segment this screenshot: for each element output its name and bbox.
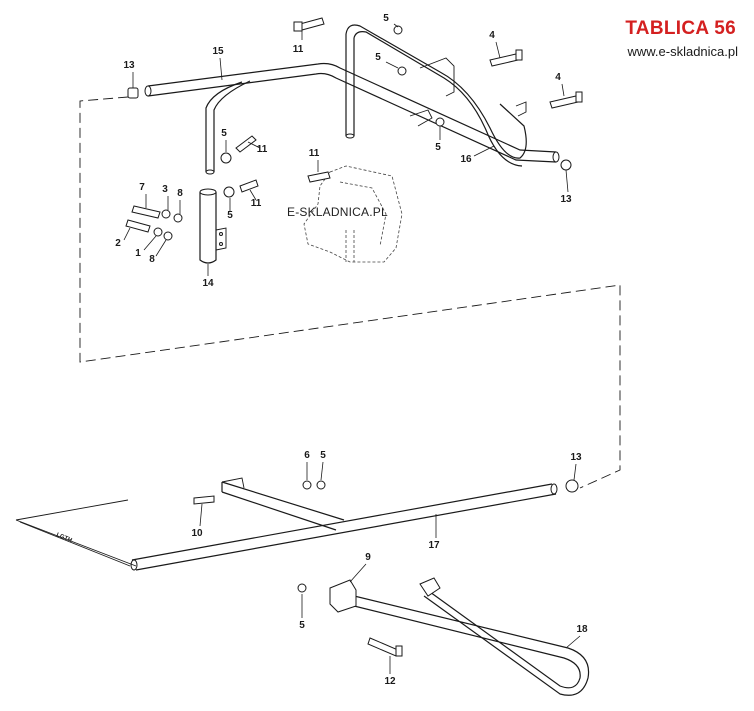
part-number-callout-11-c: 11 — [309, 148, 320, 159]
leader-line-callout-11-b — [247, 141, 261, 149]
frame-tube-15 — [144, 24, 560, 175]
part-number-callout-6: 6 — [304, 450, 310, 461]
part-number-callout-5-e: 5 — [227, 210, 233, 221]
part-number-callout-10: 10 — [191, 528, 203, 539]
leader-line-callout-10 — [199, 503, 203, 527]
leader-line-callout-5-b — [385, 61, 399, 69]
leader-line-callout-1 — [143, 235, 157, 251]
leader-line-callout-5-f — [320, 461, 324, 481]
part-number-callout-7: 7 — [139, 182, 145, 193]
leader-line-callout-13-c — [573, 463, 577, 481]
part-number-callout-5-f: 5 — [320, 450, 326, 461]
part-number-callout-9: 9 — [365, 552, 371, 563]
leader-line-callout-9 — [349, 563, 367, 583]
part-number-callout-5-b: 5 — [375, 52, 381, 63]
leader-line-callout-11-d — [249, 189, 257, 201]
part-number-callout-3: 3 — [162, 184, 168, 195]
part-number-callout-13-a: 13 — [123, 60, 135, 71]
part-number-callout-5-a: 5 — [383, 13, 389, 24]
phantom-mount-block — [303, 165, 403, 263]
part-number-callout-12: 12 — [384, 676, 396, 687]
part-number-callout-18: 18 — [576, 624, 588, 635]
part-number-callout-4-b: 4 — [555, 72, 561, 83]
part-number-callout-5-c: 5 — [435, 142, 441, 153]
plate-title: TABLICA 56 — [625, 18, 736, 39]
assembly-line-left — [79, 96, 621, 489]
part-number-callout-11-a: 11 — [293, 44, 304, 55]
part-number-callout-17: 17 — [428, 540, 440, 551]
main-frame-17 — [15, 477, 579, 571]
leader-line-callout-5-a — [393, 23, 399, 28]
part-number-callout-5-g: 5 — [299, 620, 305, 631]
part-number-callout-11-d: 11 — [251, 198, 262, 209]
part-number-callout-8-a: 8 — [177, 188, 183, 199]
part-number-callout-13-b: 13 — [560, 194, 572, 205]
part-number-callout-2: 2 — [115, 238, 121, 249]
watermark-text: E-SKLADNICA.PL — [287, 205, 388, 219]
ubar-18 — [297, 577, 590, 696]
website-url: www.e-skladnica.pl — [627, 44, 738, 59]
hardware-items — [125, 17, 583, 241]
leader-line-callout-8-b — [155, 239, 167, 257]
part-number-callout-8-b: 8 — [149, 254, 155, 265]
leader-line-callout-4-b — [561, 83, 565, 97]
part-number-callout-1: 1 — [135, 248, 141, 259]
part-number-callout-16: 16 — [460, 154, 472, 165]
length-label: LGTH — [55, 532, 72, 544]
leader-line-callout-16 — [473, 145, 495, 157]
part-number-callout-13-c: 13 — [570, 452, 582, 463]
leader-line-callout-4-a — [495, 41, 501, 59]
part-number-callout-5-d: 5 — [221, 128, 227, 139]
part-number-callout-4-a: 4 — [489, 30, 495, 41]
part-number-callout-11-b: 11 — [257, 144, 268, 155]
part-number-callout-14: 14 — [202, 278, 214, 289]
leader-line-callout-13-b — [565, 169, 569, 193]
post-tube-14 — [199, 188, 227, 264]
part-number-callout-15-a: 15 — [212, 46, 224, 57]
leader-line-callout-2 — [123, 227, 131, 241]
leader-line-callout-18 — [565, 635, 581, 649]
leader-line-callout-15-a — [219, 57, 223, 81]
